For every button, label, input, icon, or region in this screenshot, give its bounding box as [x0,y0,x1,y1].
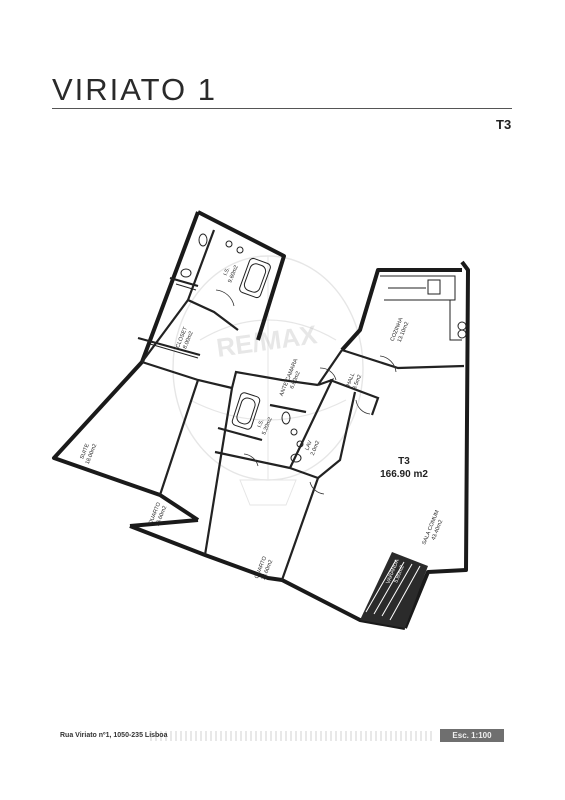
svg-text:HALL: HALL [346,372,357,387]
interior-walls [137,229,465,581]
room-label-lav: LAV 2.0m2 [304,440,321,457]
svg-text:I.S.: I.S. [223,266,232,276]
room-label-antecamara: ANTE CAMARA 6.80m2 [279,358,302,397]
door-swings [215,289,397,495]
svg-text:3.5m2: 3.5m2 [352,374,363,390]
room-label-sala: SALA COMUM 43.40m2 [421,509,444,546]
watermark-balloon-icon [172,255,364,506]
svg-text:LAV: LAV [304,440,313,452]
brand-logo: VIRIATO 1 [52,72,218,107]
scale-badge: Esc. 1:100 [440,729,504,742]
room-label-cozinha: COZINHA 13.10m2 [390,317,411,344]
room-labels: I.S. 9.60m2 CLOSET 8.00m2 COZINHA 13.10m… [79,265,444,585]
svg-text:SUITE: SUITE [79,443,91,461]
balcony-hatch [360,552,428,628]
room-label-is2: I.S. 5.20m2 [257,417,274,436]
fixtures [149,233,467,463]
svg-text:I.S.: I.S. [257,418,266,428]
total-area-label: 166.90 m2 [380,469,428,480]
footer-noise [150,731,435,741]
svg-text:2.0m2: 2.0m2 [310,440,321,456]
room-label-suite: SUITE 18.00m2 [79,443,98,466]
footer-address: Rua Viriato nº1, 1050-235 Lisboa [60,732,168,739]
room-label-hall: HALL 3.5m2 [346,372,363,390]
header-rule [52,108,512,109]
unit-type-label: T3 [496,117,512,132]
total-unit-label: T3 [398,456,410,467]
